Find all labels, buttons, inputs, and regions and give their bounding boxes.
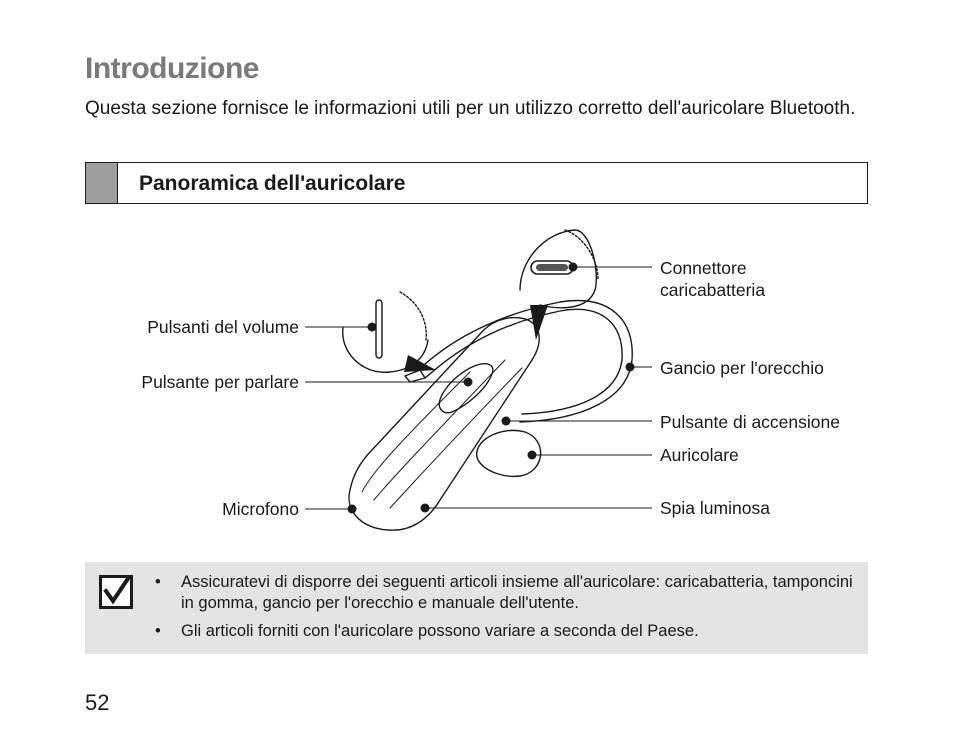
label-ear-hook: Gancio per l'orecchio bbox=[660, 358, 824, 378]
label-charger-connector: Connettore caricabatteria bbox=[660, 258, 766, 300]
label-indicator-light: Spia luminosa bbox=[660, 498, 770, 518]
label-power-button: Pulsante di accensione bbox=[660, 412, 840, 432]
volume-key bbox=[375, 299, 383, 359]
headset-illustration bbox=[305, 229, 652, 531]
talk-button bbox=[438, 363, 494, 414]
label-talk-button: Pulsante per parlare bbox=[141, 372, 299, 392]
note-item: • Assicuratevi di disporre dei seguenti … bbox=[155, 573, 853, 612]
arrow-charger bbox=[530, 305, 548, 340]
section-title: Panoramica dell'auricolare bbox=[139, 172, 406, 195]
note-box: • Assicuratevi di disporre dei seguenti … bbox=[85, 562, 868, 654]
note-list: • Assicuratevi di disporre dei seguenti … bbox=[153, 572, 853, 649]
page-number: 52 bbox=[85, 690, 110, 715]
arrow-volume bbox=[404, 355, 436, 372]
earpiece-bud bbox=[475, 429, 542, 478]
bullet: • bbox=[155, 622, 161, 640]
headset-diagram: Pulsanti del volume Pulsante per parlare… bbox=[0, 210, 954, 550]
label-microphone: Microfono bbox=[222, 499, 299, 519]
ear-hook bbox=[417, 299, 633, 423]
headset-body bbox=[348, 316, 540, 531]
zoom-circle-charger bbox=[519, 229, 597, 309]
intro-paragraph: Questa sezione fornisce le informazioni … bbox=[85, 98, 856, 119]
note-item: • Gli articoli forniti con l'auricolare … bbox=[155, 622, 699, 640]
bullet: • bbox=[155, 573, 161, 591]
checkmark-icon bbox=[99, 575, 133, 609]
section-header: Panoramica dell'auricolare bbox=[85, 162, 868, 204]
page-title: Introduzione bbox=[85, 52, 259, 85]
zoom-circle-volume bbox=[342, 327, 429, 373]
label-earpiece: Auricolare bbox=[660, 445, 739, 465]
label-volume-buttons: Pulsanti del volume bbox=[147, 317, 299, 337]
section-tab bbox=[86, 163, 118, 203]
